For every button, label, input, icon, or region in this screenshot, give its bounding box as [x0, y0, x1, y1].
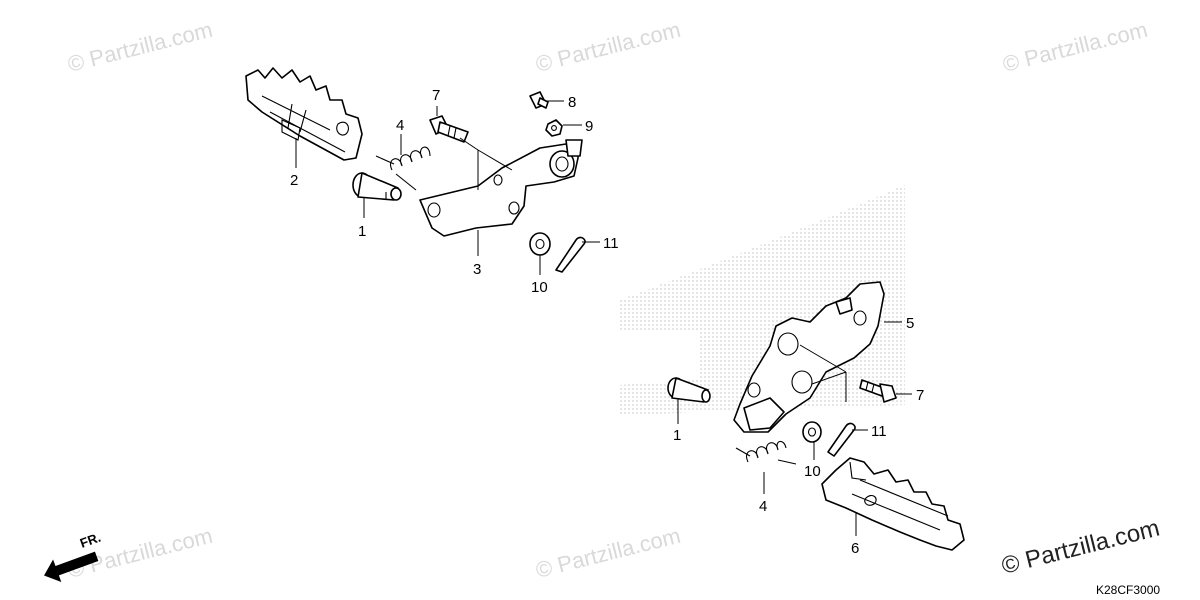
cotter-pin-part-11: [555, 236, 586, 273]
bolt-part-8: [529, 91, 549, 109]
bracket-part-3: [419, 139, 583, 237]
spring-part-4-lower: [735, 440, 797, 465]
watermark: © Partzilla.com: [65, 523, 215, 583]
pin-part-1-lower: [667, 377, 711, 403]
callout-11-lower: 11: [871, 423, 887, 440]
footpeg-part-6: [821, 457, 965, 551]
bolt-part-7-lower: [859, 379, 897, 403]
callout-6: 6: [851, 540, 859, 557]
front-label: FR.: [78, 530, 103, 551]
front-arrow-icon: [44, 551, 99, 583]
callout-1-lower: 1: [673, 427, 681, 444]
callout-11: 11: [603, 235, 619, 252]
pin-part-1: [352, 172, 402, 201]
spring-part-4: [375, 146, 431, 191]
watermark: © Partzilla.com: [65, 17, 215, 77]
callouts-upper: 2 1 4 7 3 8 9 10 11: [290, 87, 619, 296]
cotter-pin-part-11-lower: [827, 422, 856, 457]
callout-5: 5: [906, 315, 914, 332]
watermark-strong: © Partzilla.com: [999, 515, 1162, 580]
bracket-part-5: [733, 281, 885, 433]
watermark: © Partzilla.com: [1000, 17, 1150, 77]
footpeg-part-2: [245, 67, 363, 161]
callout-2: 2: [290, 172, 298, 189]
washer-part-10: [529, 232, 551, 256]
nut-part-9: [545, 119, 563, 137]
washer-part-10-lower: [802, 421, 822, 443]
front-arrow: [44, 551, 99, 583]
watermark: © Partzilla.com: [533, 523, 683, 583]
callout-4: 4: [396, 117, 404, 134]
watermark: © Partzilla.com: [533, 17, 683, 77]
callout-9: 9: [585, 118, 593, 135]
callout-4-lower: 4: [759, 498, 767, 515]
watermarks: © Partzilla.com © Partzilla.com © Partzi…: [65, 17, 1150, 583]
callout-7-lower: 7: [916, 387, 924, 404]
bolt-part-7: [429, 115, 469, 143]
callout-1: 1: [358, 223, 366, 240]
callout-10-lower: 10: [804, 463, 821, 480]
callout-3: 3: [473, 261, 481, 278]
callout-7: 7: [432, 87, 440, 104]
callouts-lower: 5 7 1 11 10 4 6: [673, 315, 924, 557]
lower-assembly: [667, 281, 965, 551]
callout-8: 8: [568, 94, 576, 111]
diagram-code: K28CF3000: [1096, 583, 1160, 597]
callout-10: 10: [531, 279, 548, 296]
upper-assembly: [245, 67, 600, 275]
